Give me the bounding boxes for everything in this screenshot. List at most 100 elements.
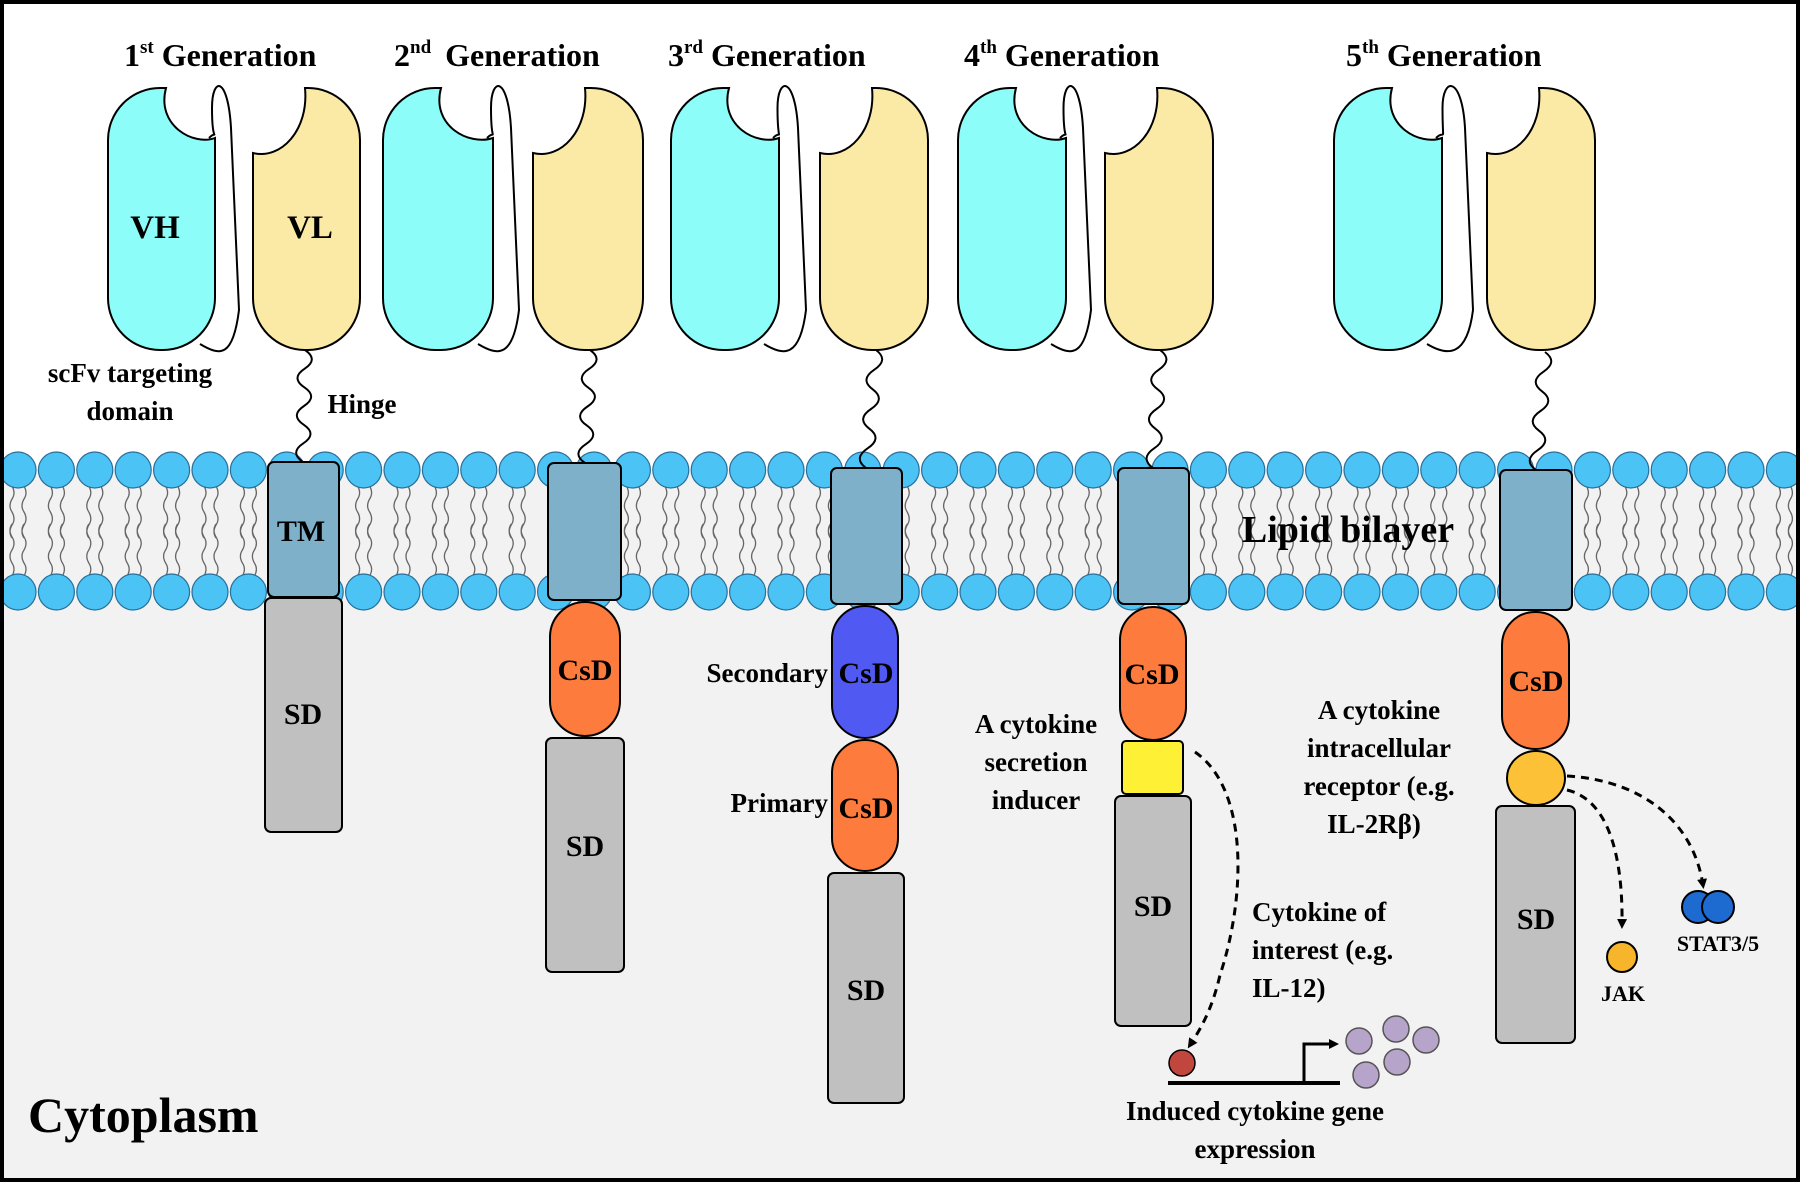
jak-molecule — [1606, 941, 1638, 973]
primary-label: Primary — [731, 788, 829, 818]
scfv-linker — [763, 85, 808, 353]
receptor-label-line1: A cytokine — [1318, 695, 1440, 725]
receptor-label-line4: IL-2Rβ) — [1327, 809, 1421, 839]
scfv-label-line1: scFv targeting — [48, 358, 213, 388]
cytokine-particle — [1412, 1026, 1440, 1054]
inducer-label-line3: inducer — [992, 785, 1081, 815]
secretion-arrow — [1187, 750, 1240, 1049]
lipid-head — [1765, 451, 1800, 489]
lipid-head — [229, 451, 267, 489]
hinge-line — [295, 349, 313, 463]
lipid-head — [114, 451, 152, 489]
inducer-label-line2: secretion — [985, 747, 1088, 777]
lipid-head — [728, 451, 767, 489]
lipid-head — [1727, 451, 1765, 489]
hinge-line — [1528, 351, 1553, 471]
cytokine-of-interest-line2: interest (e.g. — [1252, 935, 1393, 965]
lipid-head — [1420, 573, 1458, 611]
cytokine-intracellular-receptor — [1506, 750, 1566, 806]
lipid-bilayer — [0, 451, 1800, 611]
lipid-head — [652, 451, 690, 489]
scfv-gen2 — [382, 85, 644, 353]
vl-domain — [819, 87, 929, 351]
csd-domain-gen4 — [1119, 606, 1187, 741]
cytokine-of-interest-line1: Cytokine of — [1252, 897, 1387, 927]
scfv-gen4 — [957, 85, 1214, 353]
lipid-head — [920, 573, 959, 611]
promoter-arrow — [1302, 1039, 1339, 1081]
scfv-linker — [199, 85, 241, 353]
cytokine-particle — [1382, 1015, 1410, 1043]
jak-arrow — [1566, 788, 1628, 929]
scfv-gen5 — [1333, 85, 1596, 353]
lipid-head — [997, 451, 1036, 489]
vh-domain — [1333, 87, 1443, 351]
lipid-head — [997, 573, 1036, 611]
lipid-head — [1228, 451, 1266, 489]
receptor-stacks — [264, 461, 1576, 1104]
tm-domain-gen2 — [547, 462, 622, 601]
scfv-linker — [1050, 85, 1093, 353]
hinge-line — [1145, 349, 1168, 469]
hinge-line — [858, 349, 884, 469]
sd-domain-gen2 — [545, 737, 625, 973]
lipid-head — [1612, 573, 1650, 611]
sd-label-gen5: SD — [1517, 903, 1555, 936]
lipid-head — [421, 451, 459, 489]
lipid-head — [1727, 573, 1765, 611]
lipid-head — [498, 451, 536, 489]
inducer-label-line1: A cytokine — [975, 709, 1097, 739]
tm-label: TM — [277, 515, 325, 548]
lipid-head — [37, 573, 76, 611]
stat-arrow — [1566, 774, 1708, 889]
cytokine-of-interest-line3: IL-12) — [1252, 973, 1326, 1003]
cytokine-dot — [1168, 1049, 1196, 1077]
lipid-head — [1420, 451, 1458, 489]
cytokine-particle — [1383, 1048, 1411, 1076]
lipid-head — [153, 451, 191, 489]
annotation-labels: scFv targeting domain Hinge Lipid bilaye… — [28, 358, 1759, 1164]
lipid-head — [1074, 573, 1112, 611]
tm-domain-gen5 — [1499, 469, 1573, 611]
lipid-head — [345, 451, 383, 489]
lipid-head — [1381, 451, 1420, 489]
scfv-linker — [477, 85, 521, 353]
hinge-label: Hinge — [327, 389, 396, 419]
lipid-head — [1650, 573, 1688, 611]
cytoplasm-label: Cytoplasm — [28, 1087, 259, 1143]
lipid-head — [383, 451, 421, 489]
hinge-links — [295, 349, 1553, 471]
sd-label-gen3: SD — [847, 974, 885, 1007]
lipid-head — [1304, 451, 1343, 489]
vh-domain — [670, 87, 780, 351]
cytokine-cluster — [1345, 1015, 1440, 1089]
tm-domain-gen3 — [830, 467, 903, 605]
lipid-head — [1228, 573, 1266, 611]
lipid-head — [498, 573, 536, 611]
secondary-csd-domain-gen3 — [831, 605, 899, 739]
lipid-head — [1458, 573, 1496, 611]
lipid-head — [920, 451, 959, 489]
vl-domain — [532, 87, 644, 351]
stat-molecule — [1701, 890, 1735, 924]
vh-domain — [107, 87, 216, 351]
lipid-head — [1765, 573, 1800, 611]
lipid-head — [1688, 573, 1727, 611]
lipid-head — [690, 451, 728, 489]
csd-label-gen3-primary: CsD — [838, 792, 893, 825]
csd-label-gen3-secondary: CsD — [838, 657, 893, 690]
lipid-head — [959, 451, 997, 489]
lipid-bilayer-label: Lipid bilayer — [1242, 509, 1454, 551]
sd-label-gen1: SD — [284, 698, 322, 731]
lipid-head — [959, 573, 997, 611]
receptor-label-line2: intracellular — [1307, 733, 1451, 763]
lipid-head — [421, 573, 459, 611]
lipid-head — [767, 451, 805, 489]
lipid-head — [191, 451, 229, 489]
induced-expression-line2: expression — [1194, 1134, 1315, 1164]
